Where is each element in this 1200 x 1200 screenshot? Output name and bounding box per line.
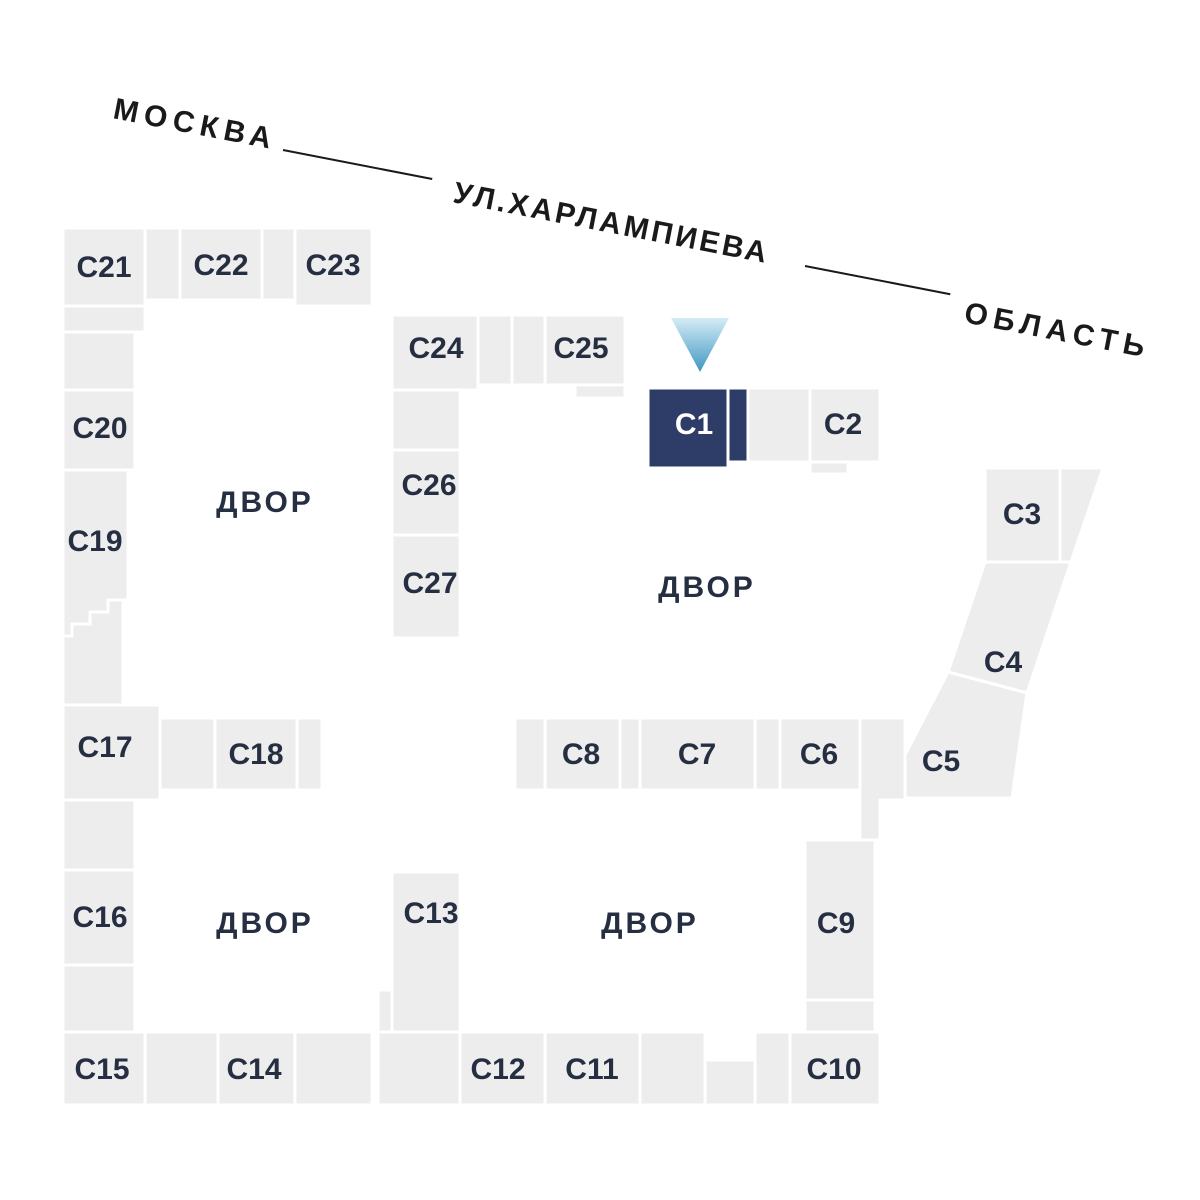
building-С6[interactable] (778, 716, 862, 792)
building-part (158, 716, 217, 792)
building-label-С24: С24 (408, 332, 463, 365)
building-label-С20: С20 (72, 412, 127, 445)
building-label-С14: С14 (226, 1053, 281, 1086)
building-С27[interactable] (390, 533, 462, 640)
building-label-С8: С8 (562, 738, 600, 771)
building-part (858, 716, 907, 842)
courtyard-label: ДВОР (601, 907, 699, 940)
building-part (703, 1058, 757, 1107)
street-label-moscow: МОСКВА (111, 92, 280, 156)
street-line-left (282, 149, 433, 180)
building-label-С22: С22 (193, 249, 248, 282)
building-part (390, 388, 462, 452)
building-part (638, 1030, 707, 1107)
building-part (513, 716, 547, 792)
building-part (746, 386, 812, 464)
building-label-С9: С9 (817, 907, 855, 940)
building-part (510, 313, 547, 387)
building-part (295, 716, 324, 792)
building-part (618, 716, 642, 792)
building-label-С3: С3 (1003, 498, 1041, 531)
courtyard-label: ДВОР (216, 486, 314, 519)
highlight-pointer-icon (671, 318, 729, 372)
building-С26[interactable] (390, 448, 462, 537)
building-part (753, 1030, 792, 1107)
building-С17[interactable] (61, 703, 162, 802)
building-part (808, 460, 850, 476)
building-label-С19: С19 (67, 525, 122, 558)
building-С8[interactable] (543, 716, 622, 792)
street-label-oblast: ОБЛАСТЬ (962, 296, 1154, 364)
building-label-С18: С18 (228, 738, 283, 771)
building-label-С25: С25 (553, 332, 608, 365)
street-name-label: УЛ.ХАРЛАМПИЕВА (451, 176, 773, 270)
building-label-С15: С15 (74, 1053, 129, 1086)
building-label-С17: С17 (77, 731, 132, 764)
building-label-С7: С7 (678, 738, 716, 771)
building-label-С21: С21 (76, 251, 131, 284)
building-label-С1: С1 (675, 408, 713, 441)
building-part (803, 998, 877, 1034)
building-part (61, 963, 137, 1034)
building-С23[interactable] (293, 226, 374, 308)
building-label-С5: С5 (922, 745, 960, 778)
building-part (726, 386, 750, 464)
building-label-С23: С23 (305, 249, 360, 282)
building-label-С27: С27 (402, 567, 457, 600)
building-label-С11: С11 (565, 1053, 618, 1086)
street-line-right (804, 265, 951, 296)
building-label-С10: С10 (806, 1053, 861, 1086)
building-part (61, 330, 137, 392)
building-label-С13: С13 (403, 897, 458, 930)
building-part (61, 798, 137, 872)
building-С10[interactable] (788, 1030, 882, 1107)
building-С11[interactable] (543, 1030, 642, 1107)
courtyard-label: ДВОР (658, 571, 756, 604)
building-С5[interactable] (903, 670, 1029, 800)
building-С7[interactable] (638, 716, 757, 792)
building-part (476, 313, 514, 387)
building-part (293, 1030, 374, 1107)
building-label-С12: С12 (470, 1053, 525, 1086)
building-label-С2: С2 (824, 408, 862, 441)
building-С21[interactable] (61, 226, 147, 308)
building-С15[interactable] (61, 1030, 147, 1107)
building-label-С26: С26 (401, 469, 456, 502)
building-part (143, 1030, 220, 1107)
building-part (573, 383, 627, 400)
building-part (260, 226, 297, 302)
courtyard-label: ДВОР (216, 907, 314, 940)
building-label-С16: С16 (72, 901, 127, 934)
building-part (61, 304, 147, 334)
building-part (143, 226, 182, 302)
building-part (376, 988, 394, 1034)
building-С13[interactable] (390, 870, 462, 1034)
building-label-С6: С6 (800, 738, 838, 771)
buildings-layer (61, 226, 1106, 1107)
building-part (1058, 466, 1106, 564)
building-label-С4: С4 (984, 646, 1023, 679)
building-С1[interactable] (646, 386, 730, 470)
building-part (376, 1030, 462, 1107)
building-part (753, 716, 782, 792)
building-С20[interactable] (61, 388, 137, 472)
